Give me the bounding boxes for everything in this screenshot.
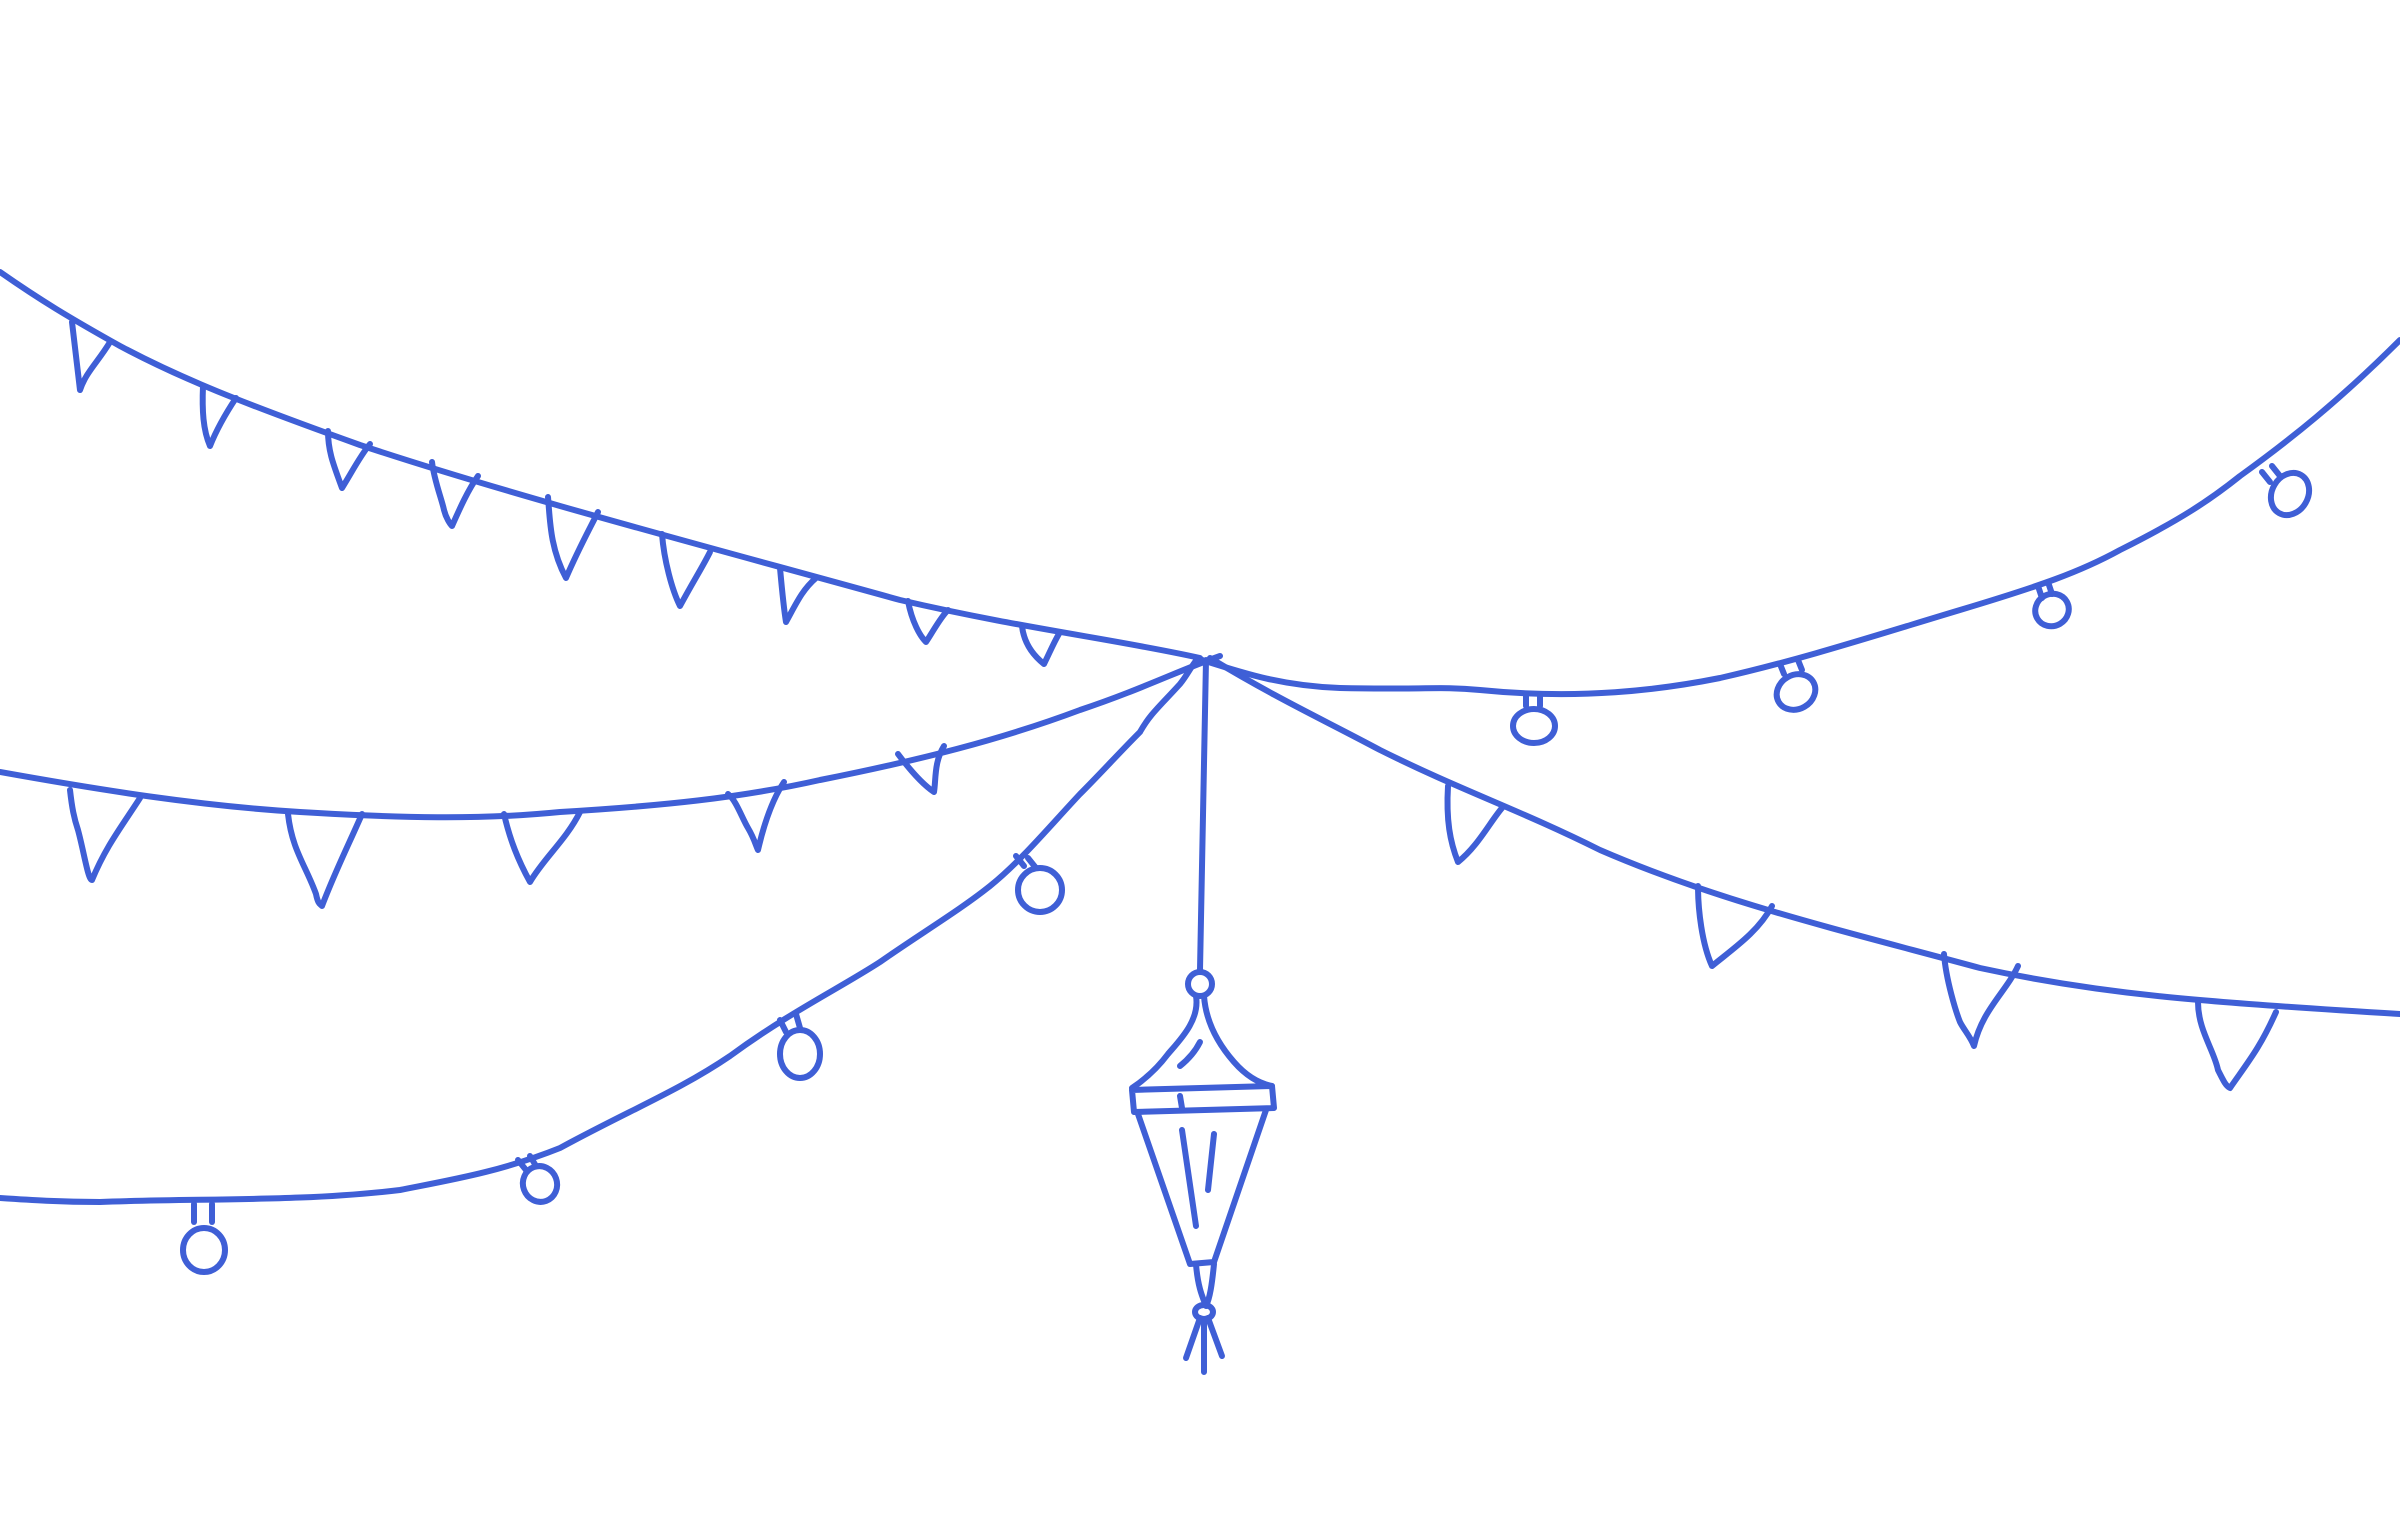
bunting-flag <box>659 531 713 609</box>
bunting-flag <box>69 319 113 393</box>
bunting-flag <box>1695 883 1775 969</box>
bunting-upper-left <box>0 269 1203 667</box>
light-bulb-icon <box>1015 865 1065 915</box>
lantern-roof-detail <box>1177 1039 1203 1069</box>
lights-string <box>0 655 1201 1205</box>
lantern-bottom-neck <box>1193 1261 1217 1309</box>
bunting-flag <box>285 811 365 909</box>
bulb-1 <box>1510 691 1558 746</box>
bulb-socket <box>515 1157 529 1173</box>
light-bulb-icon <box>2032 590 2072 630</box>
bunting-flag <box>545 494 601 581</box>
bunting-flag <box>905 598 951 645</box>
lantern-top-ring <box>1185 969 1215 999</box>
lights-string <box>1193 337 2400 698</box>
bunting-flag <box>501 809 583 885</box>
string-lights-upper-right <box>1193 337 2400 746</box>
bunting-flag <box>429 459 481 529</box>
bulb-socket <box>1777 661 1787 677</box>
bunting-string <box>0 269 1203 661</box>
bunting-flag <box>1941 951 2021 1049</box>
bunting-right <box>1207 655 2400 1091</box>
bunting-flag <box>67 787 143 883</box>
bulb-2 <box>1773 657 1819 713</box>
light-bulb-icon <box>777 1027 823 1081</box>
bunting-flag <box>1444 783 1505 865</box>
bulb-socket <box>793 1011 803 1031</box>
bunting-flag <box>199 383 239 449</box>
bunting-flag <box>325 428 373 491</box>
bunting-middle-left <box>0 653 1223 909</box>
bunting-flag <box>725 779 787 853</box>
lantern-tassel <box>1183 1315 1225 1375</box>
bunting-flag <box>777 565 819 625</box>
lantern-panel-line <box>1179 1127 1199 1229</box>
lantern-body <box>1135 1107 1269 1267</box>
lantern-band-mark <box>1177 1093 1185 1111</box>
string-lights-lower-left <box>0 655 1201 1275</box>
hanging-lantern <box>1129 657 1277 1375</box>
bunting-flag <box>2195 999 2279 1091</box>
lantern-panel-line <box>1205 1131 1217 1193</box>
lantern-band <box>1129 1083 1277 1115</box>
bulb-7 <box>515 1153 561 1205</box>
bulb-socket <box>2259 469 2273 485</box>
bulb-3 <box>2032 579 2072 630</box>
light-bulb-icon <box>180 1225 228 1275</box>
lantern-hanging-cord <box>1197 657 1209 973</box>
bulb-socket <box>1795 657 1805 673</box>
light-bulb-icon <box>1510 706 1558 746</box>
bunting-flag <box>1019 623 1063 667</box>
bulb-socket <box>1013 853 1027 869</box>
bulb-6 <box>777 1011 823 1081</box>
light-bulb-icon <box>2267 469 2313 519</box>
bulb-socket <box>2269 463 2283 479</box>
light-bulb-icon <box>1773 671 1819 713</box>
bunting-flag <box>895 743 947 795</box>
bunting-string <box>0 653 1223 821</box>
light-bulb-icon <box>519 1163 561 1205</box>
lantern-roof <box>1129 993 1275 1091</box>
bulb-8 <box>180 1201 228 1275</box>
bulb-5 <box>1013 853 1065 915</box>
bunting-string <box>1207 655 2400 1017</box>
bulb-socket <box>777 1017 789 1035</box>
bulb-4 <box>2259 463 2313 519</box>
